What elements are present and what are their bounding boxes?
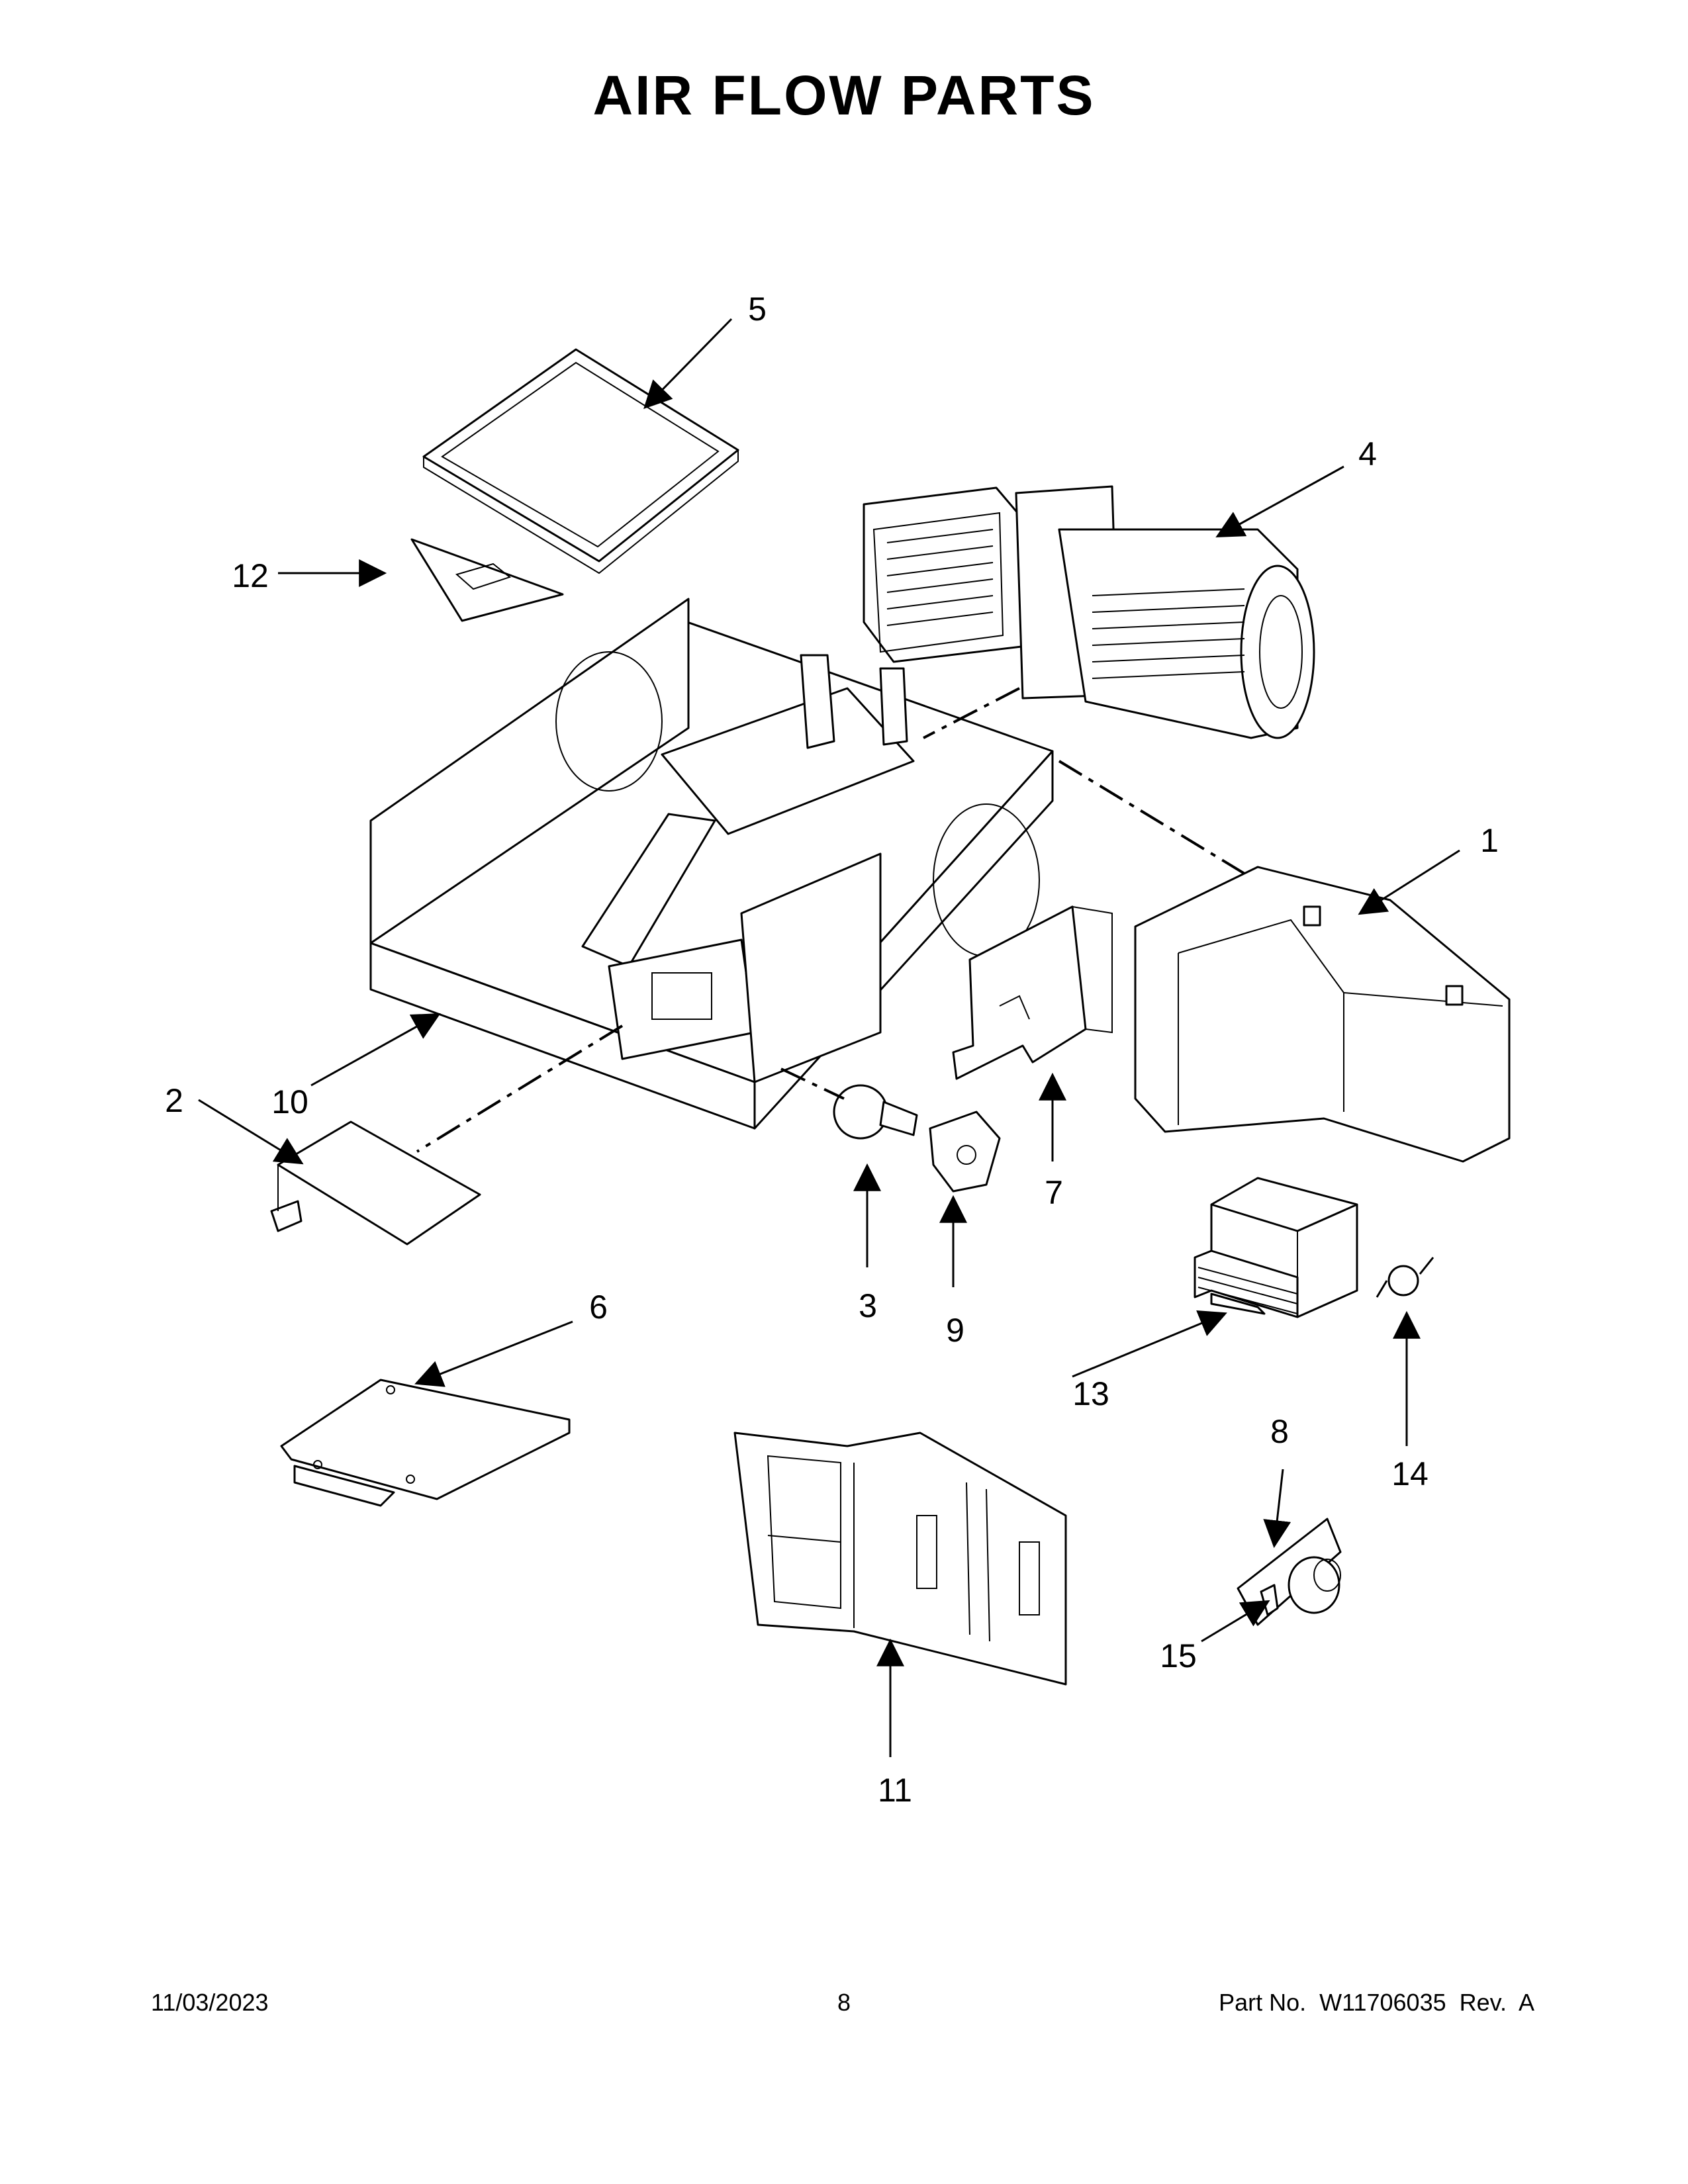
callout-4: 4 bbox=[1358, 435, 1377, 473]
page-title: AIR FLOW PARTS bbox=[592, 64, 1096, 126]
part-10-base-assembly bbox=[369, 598, 1054, 1130]
footer-date: 11/03/2023 bbox=[151, 1989, 269, 2016]
part-6-shield bbox=[280, 1379, 571, 1507]
callout-12: 12 bbox=[232, 557, 269, 594]
callout-8: 8 bbox=[1270, 1413, 1289, 1450]
callout-3: 3 bbox=[859, 1287, 877, 1324]
alignment-lines bbox=[416, 687, 1246, 1153]
part-5-grease-filter bbox=[422, 348, 739, 574]
callout-11: 11 bbox=[878, 1772, 912, 1809]
callout-7: 7 bbox=[1045, 1174, 1063, 1211]
part-13-magnetron bbox=[1194, 1177, 1358, 1318]
part-12-plate bbox=[410, 538, 564, 622]
footer-page-number: 8 bbox=[837, 1989, 851, 2016]
callout-9: 9 bbox=[946, 1312, 964, 1349]
callout-6: 6 bbox=[589, 1289, 608, 1326]
part-9-lamp-socket bbox=[929, 1111, 1001, 1193]
footer-part-info: Part No. W11706035 Rev. A bbox=[1219, 1989, 1534, 2016]
part-14-thermostat bbox=[1376, 1257, 1434, 1298]
callout-10: 10 bbox=[271, 1083, 308, 1120]
leader-arrows bbox=[198, 318, 1460, 1757]
callout-15: 15 bbox=[1160, 1637, 1197, 1674]
part-4-blower-motor bbox=[863, 485, 1315, 739]
part-11-panel bbox=[733, 1432, 1067, 1686]
part-8-thermal-cutout bbox=[1237, 1518, 1342, 1626]
part-2-cover-plate bbox=[270, 1120, 481, 1246]
part-7-bracket bbox=[952, 905, 1113, 1080]
callout-5: 5 bbox=[748, 291, 767, 328]
part-3-lamp-bulb bbox=[833, 1084, 918, 1140]
callout-1: 1 bbox=[1480, 822, 1499, 859]
callout-13: 13 bbox=[1072, 1375, 1109, 1412]
callout-14: 14 bbox=[1391, 1455, 1429, 1492]
callout-2: 2 bbox=[165, 1082, 183, 1119]
part-1-air-duct bbox=[1134, 866, 1511, 1163]
